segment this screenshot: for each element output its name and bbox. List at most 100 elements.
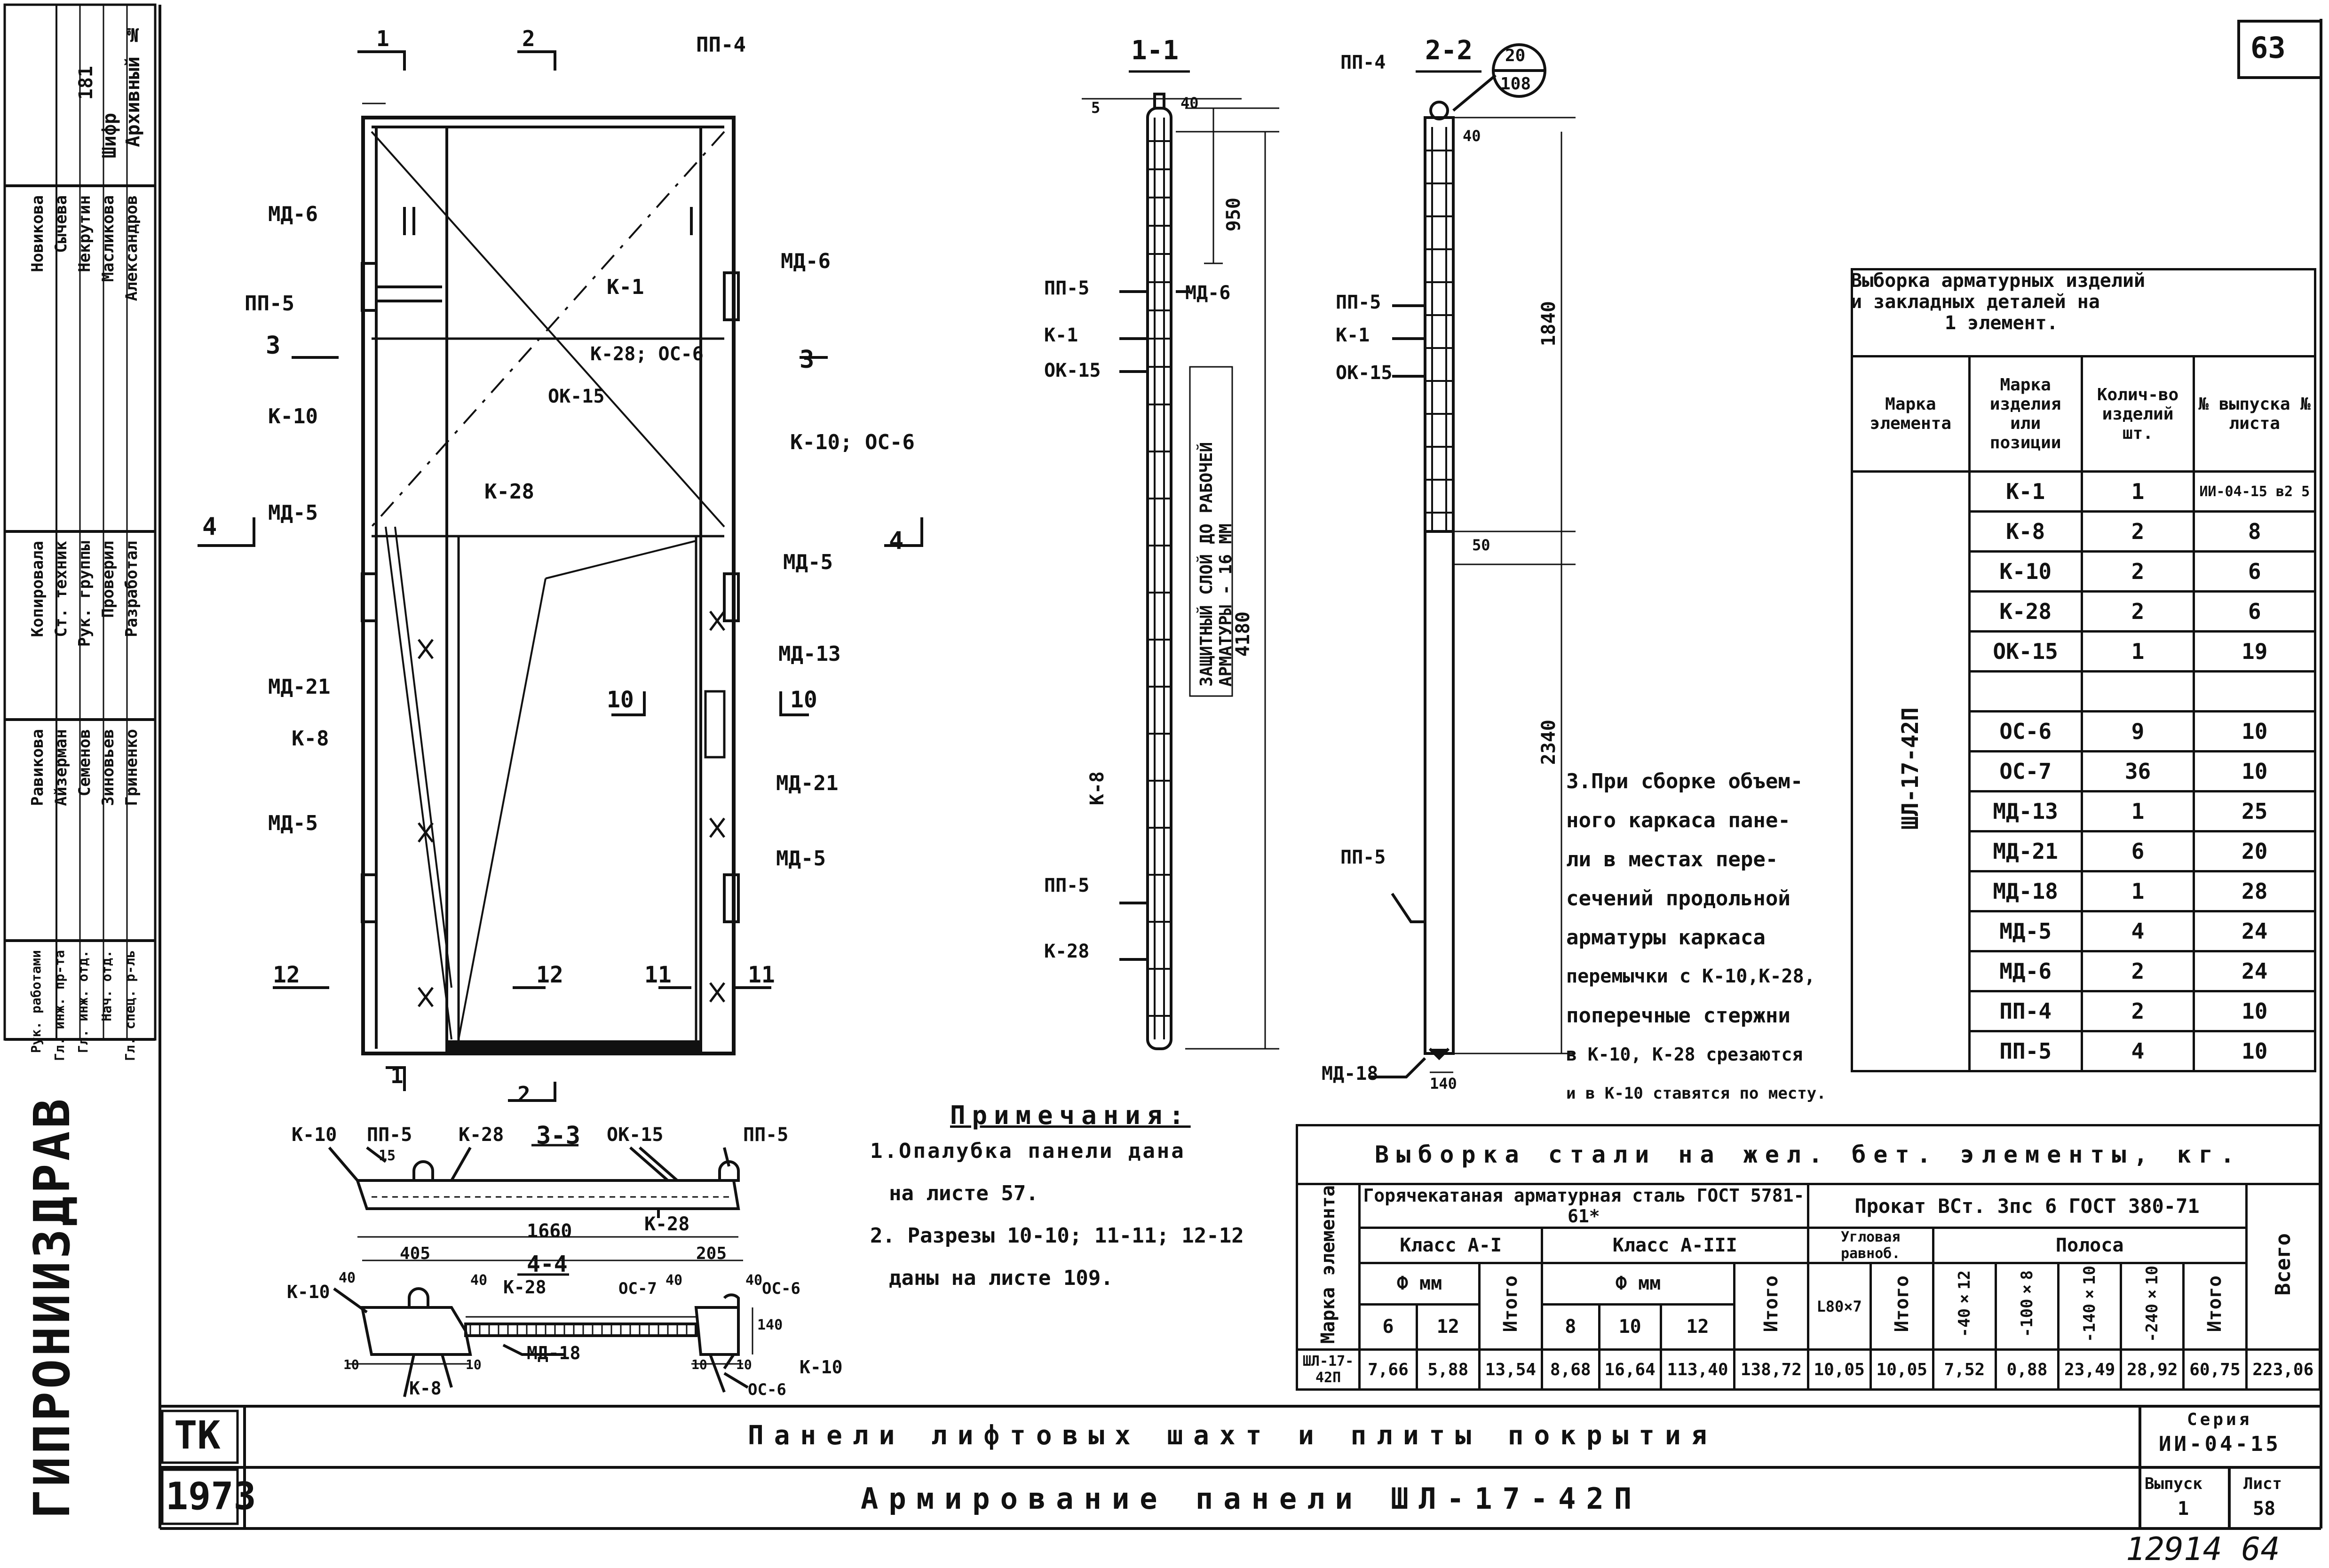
s44-dim-205: 205 [696, 1244, 727, 1263]
sel-item: МД-21 [1968, 830, 2083, 872]
notes-block: Примечания: 1.Опалубка панели дана на ли… [870, 1101, 1293, 1299]
ref-top: 20 [1505, 46, 1526, 65]
sel-count: 1 [2080, 630, 2195, 673]
label-k8: К-8 [292, 727, 329, 751]
sel-count: 36 [2080, 750, 2195, 792]
steel-group-1: Горячекатаная арматурная сталь ГОСТ 5781… [1358, 1183, 1809, 1229]
steel-row-value: 113,40 [1659, 1348, 1736, 1391]
steel-row-value: 7,52 [1932, 1348, 1997, 1391]
s44-dim-40: 40 [745, 1272, 763, 1289]
sheet-label: Лист [2243, 1474, 2282, 1493]
sel-issue: 10 [2193, 750, 2316, 792]
series-label: Серия [2187, 1410, 2252, 1429]
steel-sub-total-1-text: Итого [1499, 1275, 1521, 1332]
steel-col-total-text: Всего [2271, 1233, 2295, 1296]
label-pp4: ПП-4 [696, 33, 746, 57]
steel-row-value: 10,05 [1806, 1348, 1872, 1391]
s22-label-ok15: ОК-15 [1336, 362, 1393, 384]
s44-dim-40: 40 [470, 1272, 488, 1289]
steel-angle: Угловая равноб. [1806, 1227, 1934, 1264]
s11-label-pp5-bottom: ПП-5 [1044, 875, 1090, 896]
institute-stamp: ГИПРОНИИЗДРАВ [24, 1096, 81, 1519]
title-line-2: Армирование панели ШЛ-17-42П [861, 1481, 1642, 1516]
sel-item: ОС-6 [1968, 710, 2083, 752]
sel-count: 1 [2080, 790, 2195, 832]
steel-sub-12b: 12 [1659, 1303, 1736, 1351]
stamp-name-b: Айзерман [52, 729, 71, 806]
s44-dim-10: 10 [736, 1357, 752, 1372]
s22-dim-40: 40 [1463, 127, 1481, 145]
sel-item: ПП-5 [1968, 1030, 2083, 1072]
notes-line: 1.Опалубка панели дана [870, 1139, 1186, 1163]
label-k10-oc6: К-10; ОС-6 [790, 430, 915, 454]
steel-row-value: 28,92 [2120, 1348, 2185, 1391]
stamp-role-b: Рук. работами [28, 950, 44, 1053]
note-3-line: сечений продольной [1566, 887, 1790, 911]
steel-row-element: ШЛ-17-42П [1295, 1348, 1361, 1391]
sel-count: 9 [2080, 710, 2195, 752]
s44-dim-10: 10 [343, 1357, 359, 1372]
steel-row-value: 7,66 [1358, 1348, 1418, 1391]
label-ok15: ОК-15 [548, 386, 605, 407]
cut-mark-12-left: 12 [273, 962, 300, 988]
s33-dim-15: 15 [379, 1148, 396, 1164]
stamp-role-b: Гл. инж. отд. [75, 950, 91, 1053]
stamp-name: Сычева [52, 195, 71, 253]
s33-label-k28-bottom: К-28 [644, 1213, 690, 1235]
year-mark: 1973 [166, 1474, 256, 1518]
stamp-name: Некрутин [75, 195, 94, 272]
cut-mark-4-right: 4 [889, 527, 904, 555]
cut-mark-10-right: 10 [790, 687, 817, 713]
s33-label-pp5: ПП-5 [367, 1124, 412, 1146]
series-value: ИИ-04-15 [2159, 1432, 2281, 1456]
s44-label-k10-right: К-10 [800, 1357, 843, 1378]
cipher-value: 181 [75, 66, 97, 100]
s11-label-ok15: ОК-15 [1044, 360, 1101, 381]
note-3-line: и в К-10 ставятся по месту. [1566, 1084, 1826, 1103]
sel-count: 4 [2080, 1030, 2195, 1072]
stamp-role: Ст. техник [52, 541, 71, 637]
sel-item: МД-5 [1968, 910, 2083, 952]
selection-table-title-frame [1851, 268, 2316, 355]
steel-sub-8: 8 [1540, 1303, 1600, 1351]
steel-col-total: Всего [2245, 1182, 2321, 1351]
steel-sub-10: 10 [1598, 1303, 1662, 1351]
sel-count: 2 [2080, 510, 2195, 553]
steel-sub-40x12: -40×12 [1932, 1261, 1997, 1351]
s22-dim-1840: 1840 [1538, 301, 1560, 347]
label-k1: К-1 [607, 275, 644, 299]
steel-table-title-frame: Выборка стали на жел. бет. элементы, кг. [1296, 1124, 2321, 1183]
notes-line: на листе 57. [889, 1181, 1038, 1205]
cut-mark-2-bottom: 2 [517, 1082, 531, 1107]
sel-item: ОК-15 [1968, 630, 2083, 673]
s44-dim-40: 40 [665, 1272, 683, 1289]
s33-label-ok15: ОК-15 [607, 1124, 664, 1146]
sel-header-issue: № выпуска № листа [2193, 355, 2316, 473]
stamp-role: Проверил [99, 541, 118, 618]
selection-title-line: 1 элемент. [1945, 312, 2058, 334]
label-k28: К-28 [484, 480, 534, 504]
section-1-1-title: 1-1 [1131, 35, 1179, 66]
s22-label-pp5: ПП-5 [1336, 292, 1381, 313]
s44-label-k8: К-8 [409, 1378, 442, 1399]
stamp-name: Новикова [28, 195, 47, 272]
note-3-line: в К-10, К-28 срезаются [1566, 1044, 1803, 1065]
steel-class-3: Класс А-III [1540, 1227, 1809, 1264]
steel-sub-140x10-text: -140×10 [2080, 1266, 2099, 1342]
notes-line: 2. Разрезы 10-10; 11-11; 12-12 [870, 1224, 1244, 1248]
sel-issue [2193, 670, 2316, 713]
s11-label-k28: К-28 [1044, 941, 1090, 962]
stamp-role: Разработал [122, 541, 141, 637]
steel-sub-100x8: -100×8 [1994, 1261, 2060, 1351]
s11-label-md6: МД-6 [1185, 282, 1231, 304]
note-3-line: ли в местах пере- [1566, 847, 1778, 871]
s33-label-k10: К-10 [292, 1124, 337, 1146]
sel-count: 1 [2080, 470, 2195, 513]
steel-row-value: 8,68 [1540, 1348, 1600, 1391]
s33-label-pp5-right: ПП-5 [743, 1124, 789, 1146]
steel-sub-240x10-text: -240×10 [2143, 1266, 2162, 1342]
section-3-3-title: 3-3 [536, 1122, 580, 1150]
s44-label-md18: МД-18 [527, 1343, 581, 1363]
stamp-role: Копировала [28, 541, 47, 637]
steel-row-value: 16,64 [1598, 1348, 1662, 1391]
